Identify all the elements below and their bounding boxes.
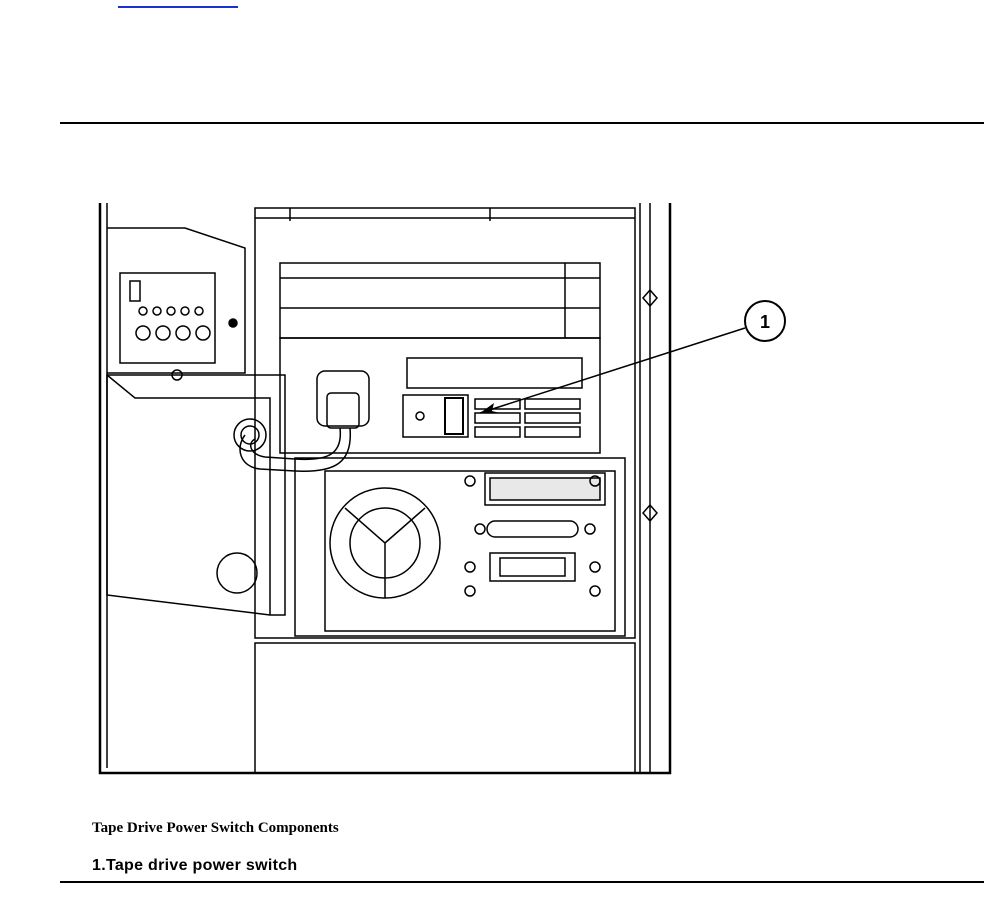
legend-number: 1. — [92, 857, 106, 874]
tape-drive-diagram: 1 — [98, 203, 786, 775]
bottom-divider — [60, 881, 984, 883]
callout-1-label: 1 — [760, 312, 770, 332]
top-divider — [60, 122, 984, 124]
legend-label: Tape drive power switch — [105, 857, 298, 874]
figure-caption: Tape Drive Power Switch Components — [92, 820, 339, 836]
top-link-underline[interactable] — [118, 0, 238, 8]
legend-item-1: 1.Tape drive power switch — [92, 857, 298, 875]
